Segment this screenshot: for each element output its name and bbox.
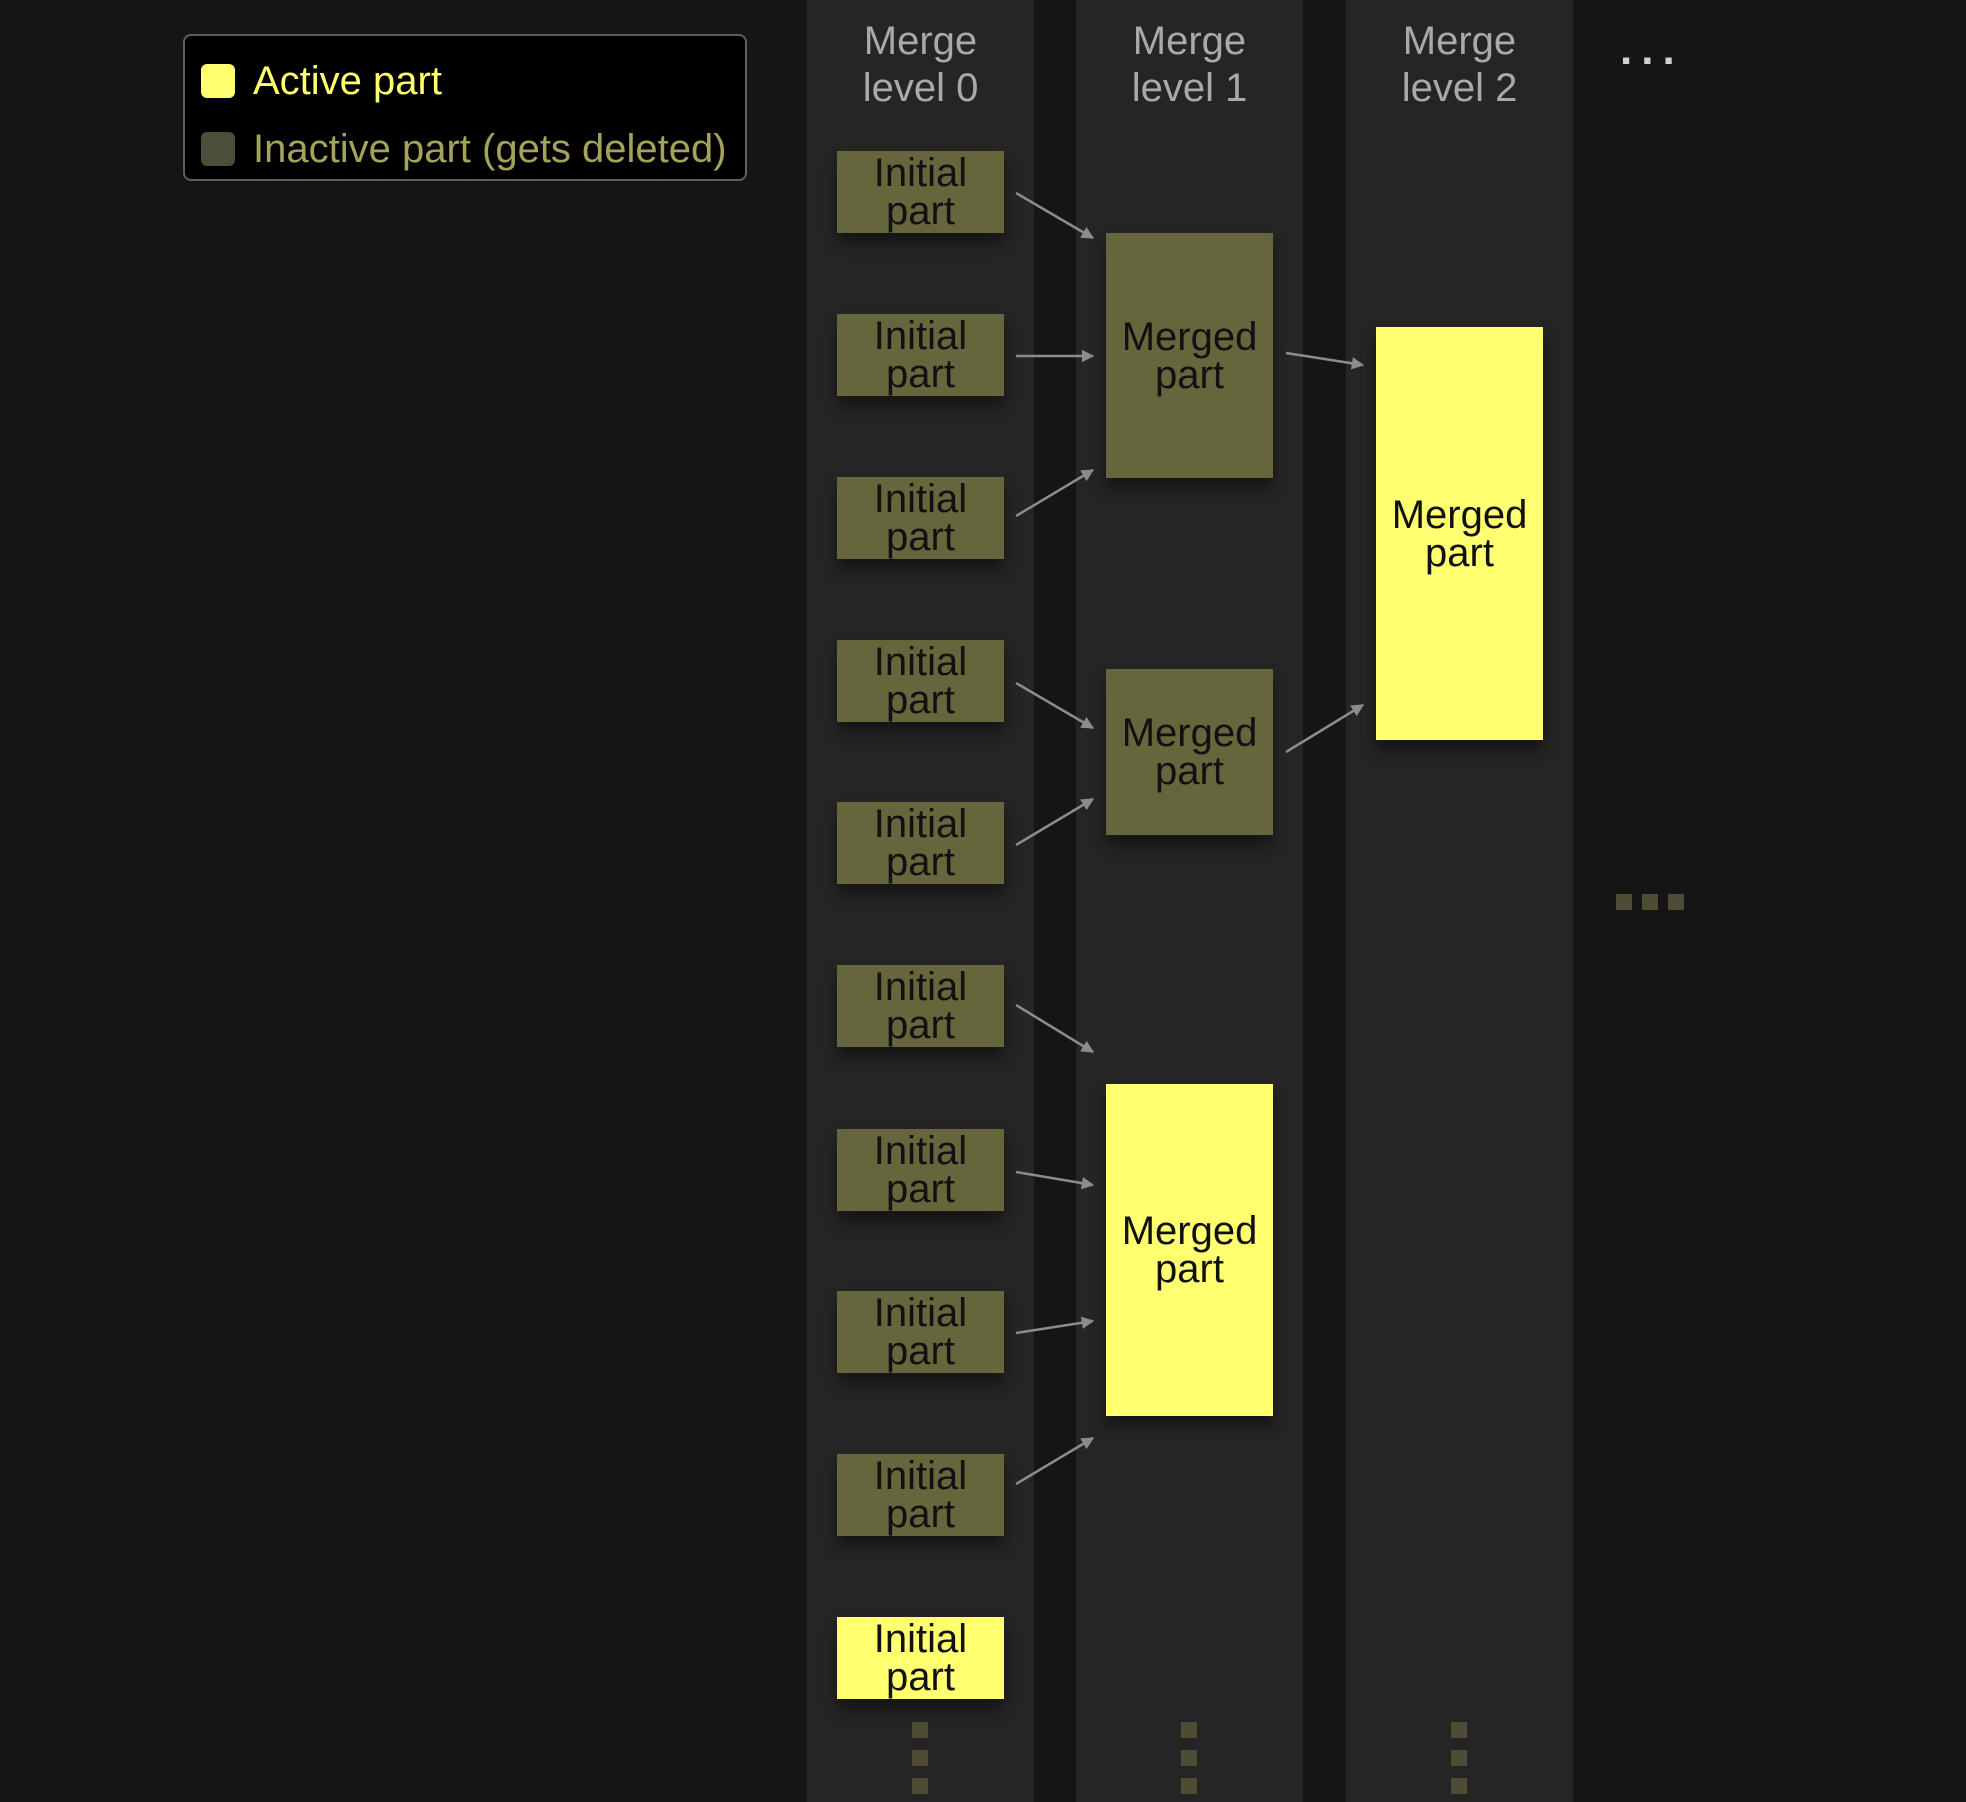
level2-continuation-dot: [1451, 1722, 1467, 1738]
level0-part-6: Initial part: [837, 965, 1004, 1047]
merge-level-0-title: Merge level 0: [862, 19, 979, 110]
level0-part-5: Initial part: [837, 802, 1004, 884]
level0-part-2: Initial part: [837, 314, 1004, 396]
merge-level-2-title: Merge level 2: [1401, 19, 1518, 110]
level0-part-9: Initial part: [837, 1454, 1004, 1536]
arrow-l0-5-to-l1-2: [1015, 1003, 1095, 1054]
arrow-l0-8-to-l1-2: [1015, 1436, 1095, 1486]
level0-part-8: Initial part: [837, 1291, 1004, 1373]
arrow-l1-1-to-l2-0: [1285, 703, 1365, 754]
arrow-l0-4-to-l1-1: [1015, 797, 1095, 847]
legend-active-swatch: [201, 64, 235, 98]
level0-part-4: Initial part: [837, 640, 1004, 722]
level0-part-7: Initial part: [837, 1129, 1004, 1211]
level0-part-10: Initial part: [837, 1617, 1004, 1699]
legend-inactive-label: Inactive part (gets deleted): [253, 127, 727, 171]
arrow-l0-6-to-l1-2: [1015, 1170, 1095, 1190]
level2-part-1: Merged part: [1376, 327, 1543, 740]
level0-continuation-dot: [912, 1722, 928, 1738]
level1-continuation-dot: [1181, 1722, 1197, 1738]
arrow-l0-3-to-l1-1: [1015, 681, 1095, 730]
legend-active-label: Active part: [253, 59, 442, 103]
level1-part-3: Merged part: [1106, 1084, 1273, 1416]
continuation-dot: [1668, 894, 1684, 910]
arrow-l0-2-to-l1-0: [1015, 468, 1095, 518]
legend-active-row: Active part: [201, 58, 442, 104]
merge-level-1-title: Merge level 1: [1131, 19, 1248, 110]
level1-continuation-dot: [1181, 1750, 1197, 1766]
continuation-ellipsis: ...: [1620, 25, 1684, 74]
level0-part-3: Initial part: [837, 477, 1004, 559]
arrow-l0-0-to-l1-0: [1015, 191, 1095, 240]
legend-inactive-swatch: [201, 132, 235, 166]
level0-continuation-dot: [912, 1750, 928, 1766]
level1-part-1: Merged part: [1106, 233, 1273, 478]
legend-inactive-row: Inactive part (gets deleted): [201, 126, 727, 172]
continuation-dot: [1642, 894, 1658, 910]
level1-continuation-dot: [1181, 1778, 1197, 1794]
arrow-l0-7-to-l1-2: [1015, 1316, 1095, 1335]
level2-continuation-dot: [1451, 1750, 1467, 1766]
level1-part-2: Merged part: [1106, 669, 1273, 835]
level0-part-1: Initial part: [837, 151, 1004, 233]
merge-level-2-column: Merge level 2: [1346, 0, 1573, 1802]
legend: Active part Inactive part (gets deleted): [183, 34, 747, 181]
level0-continuation-dot: [912, 1778, 928, 1794]
continuation-dot: [1616, 894, 1632, 910]
arrow-l1-0-to-l2-0: [1285, 351, 1365, 370]
level2-continuation-dot: [1451, 1778, 1467, 1794]
